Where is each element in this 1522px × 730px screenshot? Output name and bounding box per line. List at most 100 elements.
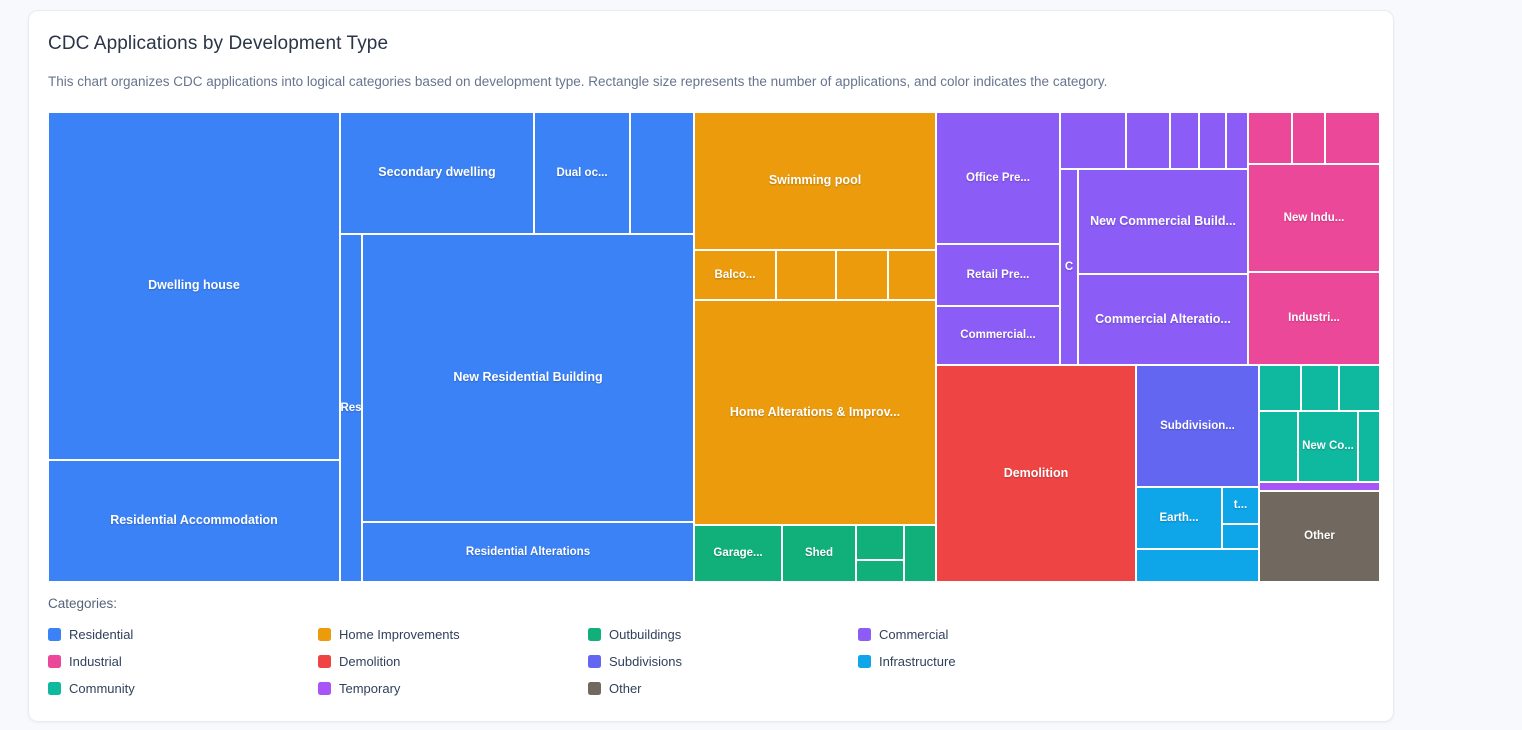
treemap-cell[interactable] [856, 525, 904, 560]
treemap-cell[interactable] [836, 250, 888, 300]
legend-item-label: Residential [69, 627, 134, 642]
treemap-cell[interactable]: Commercial Alteratio... [1078, 274, 1248, 365]
treemap-cell-label: Subdivision... [1160, 419, 1235, 432]
treemap-cell[interactable]: t... [1222, 487, 1259, 524]
legend-items: Residential Home Improvements Outbuildings… [48, 621, 1368, 702]
treemap-cell-label: Other [1304, 530, 1335, 543]
treemap-cell[interactable] [1325, 112, 1380, 164]
legend-item-subdivisions[interactable]: Subdivisions [588, 648, 858, 675]
legend-item-commercial[interactable]: Commercial [858, 621, 1128, 648]
treemap-cell-label: New Indu... [1283, 211, 1345, 224]
treemap-cell[interactable] [1259, 365, 1301, 411]
treemap-cell[interactable]: Shed [782, 525, 856, 582]
legend-item-home-improvements[interactable]: Home Improvements [318, 621, 588, 648]
treemap-cell[interactable] [1170, 112, 1199, 169]
legend-item-community[interactable]: Community [48, 675, 318, 702]
legend-item-infrastructure[interactable]: Infrastructure [858, 648, 1128, 675]
treemap-cell[interactable]: New Co... [1298, 411, 1358, 482]
legend-swatch-icon [588, 628, 601, 641]
treemap-cell[interactable]: Res [340, 234, 362, 582]
legend-item-label: Community [69, 681, 135, 696]
treemap-cell-label: Commercial... [960, 329, 1036, 342]
treemap-cell[interactable] [904, 525, 936, 582]
treemap-cell[interactable] [888, 250, 936, 300]
legend-swatch-icon [48, 682, 61, 695]
treemap-cell[interactable]: Home Alterations & Improv... [694, 300, 936, 525]
treemap-cell-label: Office Pre... [966, 171, 1030, 184]
treemap-cell[interactable] [1199, 112, 1226, 169]
legend-swatch-icon [858, 628, 871, 641]
treemap-cell[interactable] [1292, 112, 1325, 164]
treemap-cell-label: Res [340, 401, 362, 414]
treemap-cell[interactable]: Office Pre... [936, 112, 1060, 244]
treemap-cell[interactable] [630, 112, 694, 234]
legend-swatch-icon [318, 628, 331, 641]
legend-item-industrial[interactable]: Industrial [48, 648, 318, 675]
treemap-cell-label: Dwelling house [148, 278, 240, 293]
legend-item-outbuildings[interactable]: Outbuildings [588, 621, 858, 648]
treemap-cell-label: Home Alterations & Improv... [729, 404, 901, 419]
legend-swatch-icon [318, 682, 331, 695]
legend-title: Categories: [48, 596, 118, 611]
treemap-cell[interactable] [1358, 411, 1380, 482]
legend-swatch-icon [318, 655, 331, 668]
treemap-cell-label: New Residential Building [453, 370, 603, 385]
treemap-cell[interactable] [1259, 411, 1298, 482]
treemap-cell[interactable]: Subdivision... [1136, 365, 1259, 487]
treemap-cell[interactable]: Dual oc... [534, 112, 630, 234]
treemap-cell-label: New Commercial Build... [1090, 213, 1236, 228]
chart-legend: Categories: Residential Home Improvements… [48, 596, 1368, 702]
treemap-cell-label: Swimming pool [768, 173, 862, 188]
legend-item-other[interactable]: Other [588, 675, 858, 702]
treemap-cell[interactable] [1301, 365, 1339, 411]
treemap-cell[interactable] [856, 560, 904, 582]
treemap-cell[interactable]: Demolition [936, 365, 1136, 582]
treemap-cell[interactable] [1226, 112, 1248, 169]
treemap-cell[interactable]: Residential Accommodation [48, 460, 340, 582]
treemap-cell[interactable] [1248, 112, 1292, 164]
legend-item-label: Commercial [879, 627, 949, 642]
treemap-cell-label: Demolition [1003, 465, 1069, 480]
treemap-cell[interactable]: Swimming pool [694, 112, 936, 250]
legend-item-label: Other [609, 681, 642, 696]
treemap-cell[interactable]: New Residential Building [362, 234, 694, 522]
treemap-cell[interactable] [1136, 549, 1259, 582]
legend-item-label: Subdivisions [609, 654, 682, 669]
treemap-cell[interactable] [776, 250, 836, 300]
legend-item-label: Temporary [339, 681, 401, 696]
treemap-cell-label: Secondary dwelling [378, 165, 496, 180]
treemap-cell-label: Balco... [714, 268, 756, 281]
treemap-cell[interactable]: Secondary dwelling [340, 112, 534, 234]
chart-description: This chart organizes CDC applications in… [48, 74, 1108, 89]
treemap-cell[interactable]: C [1060, 169, 1078, 365]
legend-swatch-icon [588, 682, 601, 695]
treemap-cell[interactable]: Earth... [1136, 487, 1222, 549]
legend-swatch-icon [48, 655, 61, 668]
treemap-cell[interactable]: New Commercial Build... [1078, 169, 1248, 274]
treemap-cell-label: Residential Alterations [465, 545, 591, 558]
treemap-cell[interactable]: New Indu... [1248, 164, 1380, 272]
legend-item-residential[interactable]: Residential [48, 621, 318, 648]
treemap-cell[interactable] [1126, 112, 1170, 169]
treemap-cell[interactable] [1222, 524, 1259, 549]
treemap-cell[interactable]: Balco... [694, 250, 776, 300]
treemap-cell[interactable]: Industri... [1248, 272, 1380, 365]
legend-item-label: Home Improvements [339, 627, 460, 642]
treemap-cell[interactable] [1259, 482, 1380, 491]
treemap-cell[interactable]: Retail Pre... [936, 244, 1060, 306]
treemap-cell-label: C [1064, 260, 1074, 273]
treemap-cell[interactable] [1060, 112, 1126, 169]
treemap-cell[interactable]: Commercial... [936, 306, 1060, 365]
treemap-cell[interactable] [1339, 365, 1380, 411]
treemap-cell[interactable]: Garage... [694, 525, 782, 582]
legend-item-demolition[interactable]: Demolition [318, 648, 588, 675]
legend-item-label: Infrastructure [879, 654, 956, 669]
treemap-cell[interactable]: Residential Alterations [362, 522, 694, 582]
treemap-cell[interactable]: Dwelling house [48, 112, 340, 460]
treemap-cell-label: Residential Accommodation [110, 513, 278, 528]
treemap-cell[interactable]: Other [1259, 491, 1380, 582]
treemap-cell-label: t... [1233, 499, 1248, 512]
legend-item-temporary[interactable]: Temporary [318, 675, 588, 702]
treemap-cell-label: New Co... [1302, 440, 1354, 453]
